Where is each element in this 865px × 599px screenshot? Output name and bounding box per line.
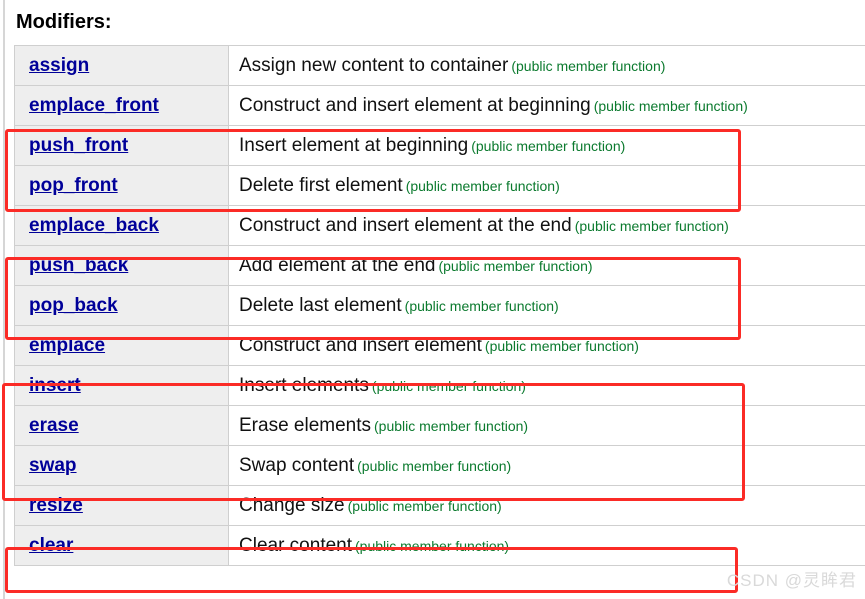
member-link-erase[interactable]: erase bbox=[29, 414, 79, 436]
member-kind-note: (public member function) bbox=[405, 177, 560, 194]
member-link-pop-front[interactable]: pop_front bbox=[29, 174, 118, 196]
table-row: swap Swap content(public member function) bbox=[14, 445, 865, 486]
table-row: push_front Insert element at beginning(pu… bbox=[14, 125, 865, 166]
member-description-text: Add element at the end bbox=[239, 254, 436, 276]
member-name-cell: push_front bbox=[14, 125, 229, 166]
member-link-push-front[interactable]: push_front bbox=[29, 134, 129, 156]
member-description-cell: Assign new content to container(public m… bbox=[228, 45, 865, 86]
member-description-cell: Insert elements(public member function) bbox=[228, 365, 865, 406]
member-description-cell: Swap content(public member function) bbox=[228, 445, 865, 486]
member-name-cell: pop_front bbox=[14, 165, 229, 206]
member-link-emplace-back[interactable]: emplace_back bbox=[29, 214, 159, 236]
member-kind-note: (public member function) bbox=[347, 497, 502, 514]
member-link-resize[interactable]: resize bbox=[29, 494, 83, 516]
member-description-cell: Construct and insert element at the end(… bbox=[228, 205, 865, 246]
table-row: erase Erase elements(public member functi… bbox=[14, 405, 865, 446]
table-row: pop_front Delete first element(public mem… bbox=[14, 165, 865, 206]
member-name-cell: push_back bbox=[14, 245, 229, 286]
member-description-cell: Delete last element(public member functi… bbox=[228, 285, 865, 326]
member-description-text: Erase elements bbox=[239, 414, 372, 436]
page-title-text: Modifiers bbox=[16, 11, 105, 33]
member-description-cell: Insert element at beginning(public membe… bbox=[228, 125, 865, 166]
member-name-cell: emplace bbox=[14, 325, 229, 366]
member-description-cell: Clear content(public member function) bbox=[228, 525, 865, 566]
member-description-cell: Change size(public member function) bbox=[228, 485, 865, 526]
table-row: emplace_front Construct and insert elemen… bbox=[14, 85, 865, 126]
member-name-cell: pop_back bbox=[14, 285, 229, 326]
member-link-swap[interactable]: swap bbox=[29, 454, 77, 476]
member-kind-note: (public member function) bbox=[511, 57, 666, 74]
member-link-push-back[interactable]: push_back bbox=[29, 254, 129, 276]
member-description-text: Clear content bbox=[239, 534, 353, 556]
member-description-text: Insert element at beginning bbox=[239, 134, 469, 156]
member-kind-note: (public member function) bbox=[593, 97, 748, 114]
member-kind-note: (public member function) bbox=[404, 297, 559, 314]
table-row: resize Change size(public member function… bbox=[14, 485, 865, 526]
member-description-text: Construct and insert element bbox=[239, 334, 482, 356]
member-description-cell: Erase elements(public member function) bbox=[228, 405, 865, 446]
member-name-cell: clear bbox=[14, 525, 229, 566]
member-kind-note: (public member function) bbox=[484, 337, 639, 354]
member-name-cell: emplace_front bbox=[14, 85, 229, 126]
member-link-insert[interactable]: insert bbox=[29, 374, 81, 396]
member-kind-note: (public member function) bbox=[374, 417, 529, 434]
member-link-assign[interactable]: assign bbox=[29, 54, 90, 76]
member-link-emplace-front[interactable]: emplace_front bbox=[29, 94, 159, 116]
member-description-text: Swap content bbox=[239, 454, 355, 476]
member-name-cell: emplace_back bbox=[14, 205, 229, 246]
table-row: insert Insert elements(public member func… bbox=[14, 365, 865, 406]
member-description-text: Construct and insert element at the end bbox=[239, 214, 572, 236]
member-name-cell: insert bbox=[14, 365, 229, 406]
member-kind-note: (public member function) bbox=[438, 257, 593, 274]
member-description-cell: Construct and insert element(public memb… bbox=[228, 325, 865, 366]
member-name-cell: assign bbox=[14, 45, 229, 86]
table-row: clear Clear content(public member functio… bbox=[14, 525, 865, 566]
watermark: CSDN @灵眸君 bbox=[726, 571, 857, 590]
member-description-text: Change size bbox=[239, 494, 345, 516]
member-link-pop-back[interactable]: pop_back bbox=[29, 294, 118, 316]
member-link-clear[interactable]: clear bbox=[29, 534, 74, 556]
member-kind-note: (public member function) bbox=[471, 137, 626, 154]
page-gutter-line bbox=[3, 0, 5, 599]
member-description-text: Delete last element bbox=[239, 294, 402, 316]
table-row: pop_back Delete last element(public membe… bbox=[14, 285, 865, 326]
member-description-cell: Construct and insert element at beginnin… bbox=[228, 85, 865, 126]
member-kind-note: (public member function) bbox=[355, 537, 510, 554]
member-description-text: Assign new content to container bbox=[239, 54, 509, 76]
page-title-colon: : bbox=[104, 11, 112, 33]
page-title: Modifiers: bbox=[16, 11, 112, 34]
member-kind-note: (public member function) bbox=[371, 377, 526, 394]
member-link-emplace[interactable]: emplace bbox=[29, 334, 106, 356]
table-row: assign Assign new content to container(pu… bbox=[14, 45, 865, 86]
member-description-cell: Add element at the end(public member fun… bbox=[228, 245, 865, 286]
member-name-cell: erase bbox=[14, 405, 229, 446]
table-row: emplace_back Construct and insert element… bbox=[14, 205, 865, 246]
member-description-text: Construct and insert element at beginnin… bbox=[239, 94, 591, 116]
table-row: push_back Add element at the end(public m… bbox=[14, 245, 865, 286]
member-name-cell: resize bbox=[14, 485, 229, 526]
member-kind-note: (public member function) bbox=[574, 217, 729, 234]
member-description-text: Delete first element bbox=[239, 174, 403, 196]
member-description-text: Insert elements bbox=[239, 374, 369, 396]
member-description-cell: Delete first element(public member funct… bbox=[228, 165, 865, 206]
member-name-cell: swap bbox=[14, 445, 229, 486]
table-row: emplace Construct and insert element(publ… bbox=[14, 325, 865, 366]
member-kind-note: (public member function) bbox=[357, 457, 512, 474]
